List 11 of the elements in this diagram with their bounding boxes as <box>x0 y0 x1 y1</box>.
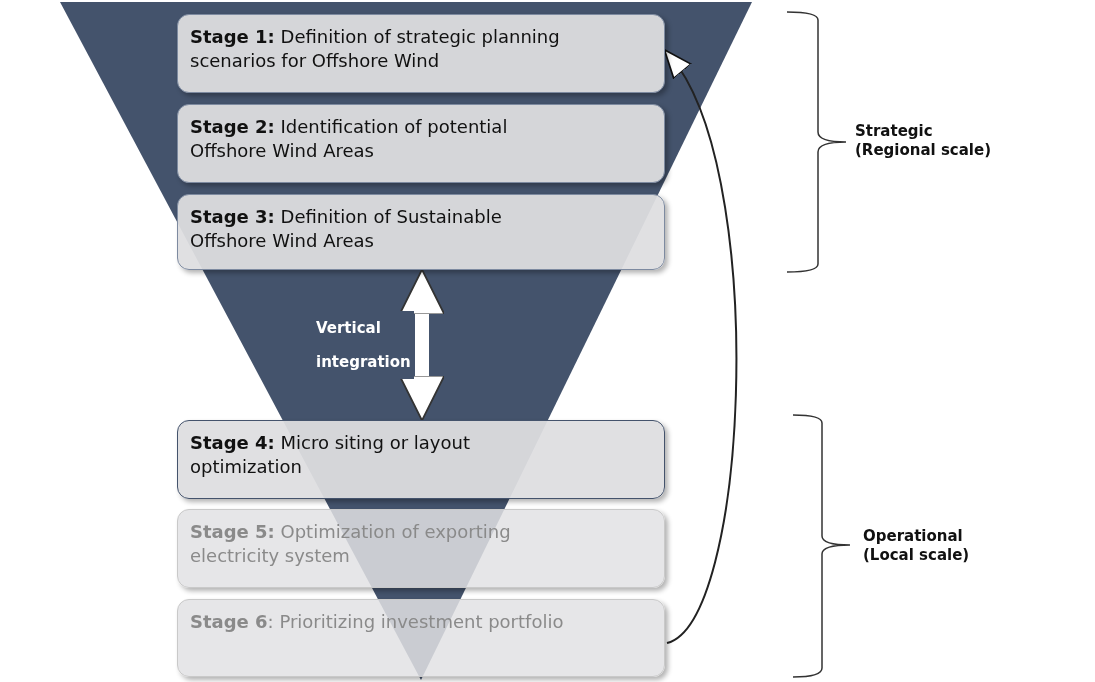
stage-box: Stage 1: Definition of strategic planning scenarios for Offshore Wind <box>177 14 665 93</box>
stage-box: Stage 3: Definition of Sustainable Offshore Wind Areas <box>177 194 665 270</box>
stage-box: Stage 4: Micro siting or layout optimization <box>177 420 665 499</box>
scale-label: Strategic (Regional scale) <box>855 122 993 160</box>
stage-box: Stage 2: Identification of potential Offshore Wind Areas <box>177 104 665 183</box>
stage-box: Stage 5: Optimization of exporting electricity system <box>177 509 665 588</box>
curved-arrow <box>663 48 737 644</box>
edge-label: Vertical integration <box>316 311 414 379</box>
stage-box: Stage 6: Prioritizing investment portfolio <box>177 599 665 677</box>
scale-label: Operational (Local scale) <box>863 527 971 565</box>
double-arrow <box>398 268 446 422</box>
